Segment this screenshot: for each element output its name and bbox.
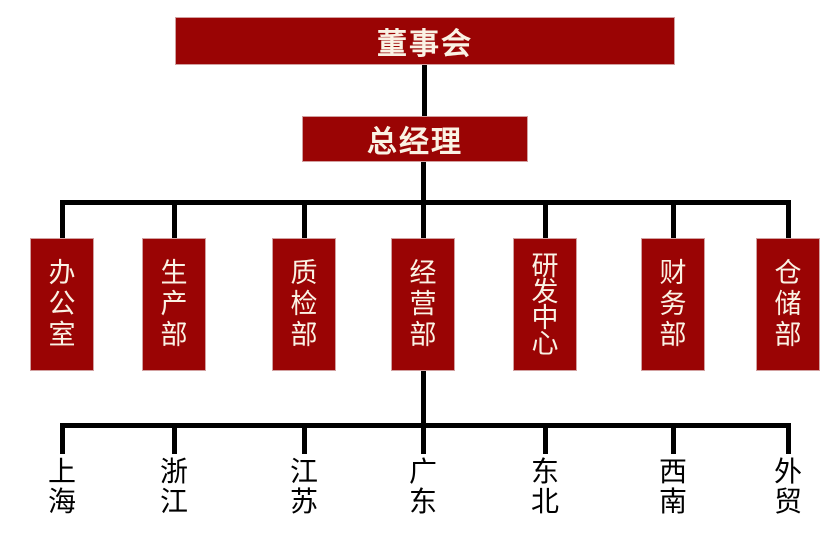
org-node-dept-office: 办公室 — [30, 238, 94, 371]
org-node-region-label: 江苏 — [289, 456, 318, 517]
org-node-dept-label: 生产部 — [160, 258, 188, 350]
org-node-board-label: 董事会 — [377, 28, 473, 61]
org-node-board: 董事会 — [175, 17, 675, 65]
connector-drop-dept-6 — [785, 205, 791, 238]
org-node-region-guangdong: 广东 — [391, 457, 455, 517]
org-node-region-label: 东北 — [530, 456, 559, 517]
org-node-dept-rnd-center: 研发中心 — [513, 238, 577, 371]
org-node-dept-label: 经营部 — [409, 258, 437, 350]
connector-drop-region-4 — [542, 428, 548, 454]
connector-drop-region-0 — [59, 428, 65, 454]
org-node-region-foreign-trade: 外贸 — [756, 457, 820, 517]
org-node-dept-production: 生产部 — [142, 238, 206, 371]
org-node-region-label: 浙江 — [159, 456, 188, 517]
org-node-region-label: 外贸 — [773, 456, 802, 517]
connector-drop-region-5 — [670, 428, 676, 454]
org-node-dept-label: 研发中心 — [531, 250, 559, 359]
org-node-region-label: 广东 — [408, 456, 437, 517]
connector-drop-dept-0 — [59, 205, 65, 238]
connector-dept-trunk — [59, 200, 791, 205]
org-node-region-jiangsu: 江苏 — [272, 457, 336, 517]
org-node-region-label: 上海 — [47, 456, 76, 517]
connector-drop-dept-1 — [171, 205, 177, 238]
connector-sales-to-trunk — [420, 371, 426, 423]
org-node-region-southwest: 西南 — [641, 457, 705, 517]
org-node-dept-finance: 财务部 — [641, 238, 705, 371]
connector-drop-dept-5 — [670, 205, 676, 238]
org-node-dept-sales: 经营部 — [391, 238, 455, 371]
org-node-dept-label: 质检部 — [290, 258, 318, 350]
org-node-dept-quality: 质检部 — [272, 238, 336, 371]
org-node-dept-label: 仓储部 — [774, 258, 802, 350]
connector-drop-dept-4 — [542, 205, 548, 238]
connector-drop-region-6 — [785, 428, 791, 454]
connector-board-to-gm — [421, 65, 427, 116]
org-node-general-manager-label: 总经理 — [367, 126, 463, 159]
org-node-region-zhejiang: 浙江 — [142, 457, 206, 517]
connector-drop-region-2 — [301, 428, 307, 454]
org-node-region-label: 西南 — [658, 456, 687, 517]
connector-drop-dept-3 — [420, 205, 426, 238]
org-node-region-northeast: 东北 — [513, 457, 577, 517]
connector-drop-dept-2 — [301, 205, 307, 238]
connector-region-trunk — [59, 423, 791, 428]
org-node-general-manager: 总经理 — [302, 116, 528, 162]
connector-drop-region-1 — [171, 428, 177, 454]
org-node-dept-warehouse: 仓储部 — [756, 238, 820, 371]
connector-drop-region-3 — [420, 428, 426, 454]
org-node-dept-label: 办公室 — [48, 258, 76, 350]
org-node-region-shanghai: 上海 — [30, 457, 94, 517]
connector-gm-to-trunk — [420, 162, 426, 200]
org-node-dept-label: 财务部 — [659, 258, 687, 350]
